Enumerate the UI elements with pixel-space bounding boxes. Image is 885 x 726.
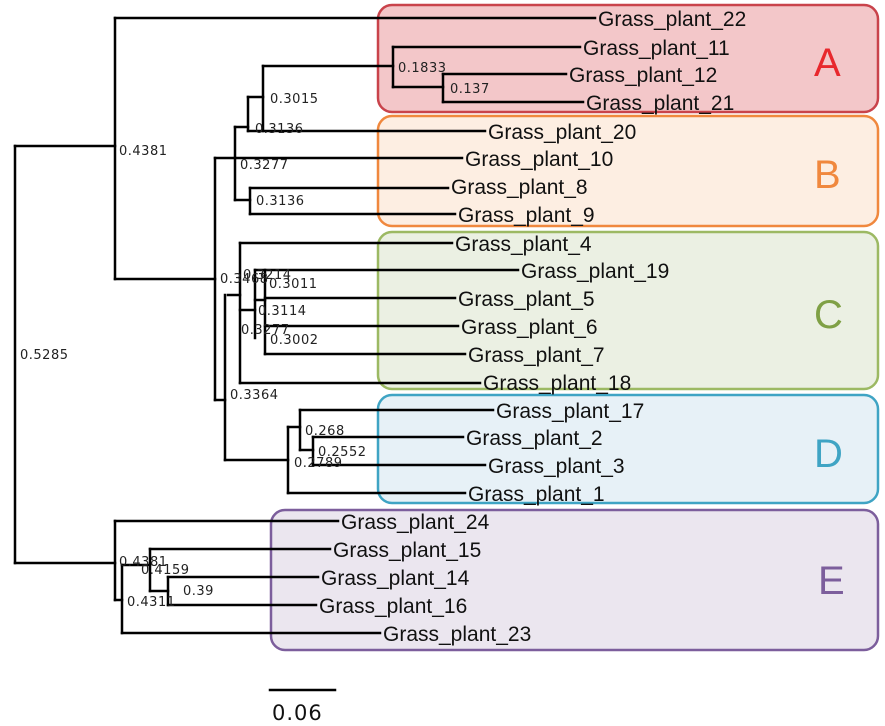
node-label: 0.137	[450, 82, 490, 97]
node-label: 0.4159	[141, 563, 190, 578]
group-label-c: C	[814, 293, 843, 337]
group-box-a	[376, 3, 880, 114]
node-label: 0.4311	[127, 595, 176, 610]
leaf-label: Grass_plant_8	[451, 176, 588, 199]
leaf-label: Grass_plant_7	[468, 344, 605, 367]
leaf-label: Grass_plant_18	[483, 372, 631, 395]
leaf-label: Grass_plant_1	[468, 483, 605, 506]
leaf-label: Grass_plant_14	[321, 567, 470, 590]
node-label: 0.3277	[240, 158, 289, 173]
tree-branches	[13, 16, 597, 635]
node-label: 0.3011	[269, 277, 318, 292]
group-box-c	[376, 230, 880, 391]
leaf-label: Grass_plant_15	[333, 539, 481, 562]
leaf-label: Grass_plant_23	[383, 623, 531, 646]
leaf-label: Grass_plant_10	[465, 148, 613, 171]
scale-bar-label: 0.06	[272, 701, 323, 725]
leaf-label: Grass_plant_3	[488, 455, 625, 478]
leaf-label: Grass_plant_2	[466, 427, 603, 450]
node-label: 0.3114	[258, 304, 307, 319]
node-label: 0.3468	[220, 272, 269, 287]
node-label: 0.39	[183, 584, 214, 599]
node-label: 0.4381	[119, 144, 168, 159]
leaf-label: Grass_plant_4	[455, 233, 592, 256]
group-label-e: E	[818, 559, 845, 603]
node-label: 0.5285	[20, 348, 69, 363]
leaf-label: Grass_plant_21	[586, 92, 734, 115]
group-label-d: D	[814, 432, 843, 476]
leaf-label: Grass_plant_9	[458, 204, 595, 227]
node-label: 0.2552	[318, 445, 367, 460]
node-label: 0.3277	[241, 323, 290, 338]
node-label: 0.3214	[243, 268, 292, 283]
leaf-label: Grass_plant_11	[583, 37, 730, 60]
node-label: 0.3136	[255, 122, 304, 137]
node-label: 0.268	[305, 424, 345, 439]
leaf-label: Grass_plant_24	[341, 511, 490, 534]
node-label: 0.4381	[119, 555, 168, 570]
node-label: 0.3015	[270, 92, 319, 107]
node-label: 0.2789	[294, 456, 343, 471]
leaf-label: Grass_plant_12	[569, 64, 717, 87]
leaf-label: Grass_plant_20	[488, 121, 636, 144]
group-label-a: A	[814, 41, 841, 85]
group-box-e	[269, 508, 880, 652]
node-label: 0.1833	[398, 61, 447, 76]
leaf-label: Grass_plant_17	[496, 400, 644, 423]
leaf-label: Grass_plant_22	[598, 8, 746, 31]
node-label: 0.3002	[270, 333, 319, 348]
leaf-label: Grass_plant_16	[319, 595, 467, 618]
leaf-label: Grass_plant_5	[458, 288, 595, 311]
node-label: 0.3136	[256, 194, 305, 209]
leaf-label: Grass_plant_6	[461, 316, 598, 339]
leaf-label: Grass_plant_19	[521, 260, 669, 283]
node-label: 0.3364	[230, 388, 279, 403]
group-label-b: B	[814, 153, 841, 197]
group-box-b	[376, 114, 880, 228]
group-box-d	[376, 393, 880, 505]
